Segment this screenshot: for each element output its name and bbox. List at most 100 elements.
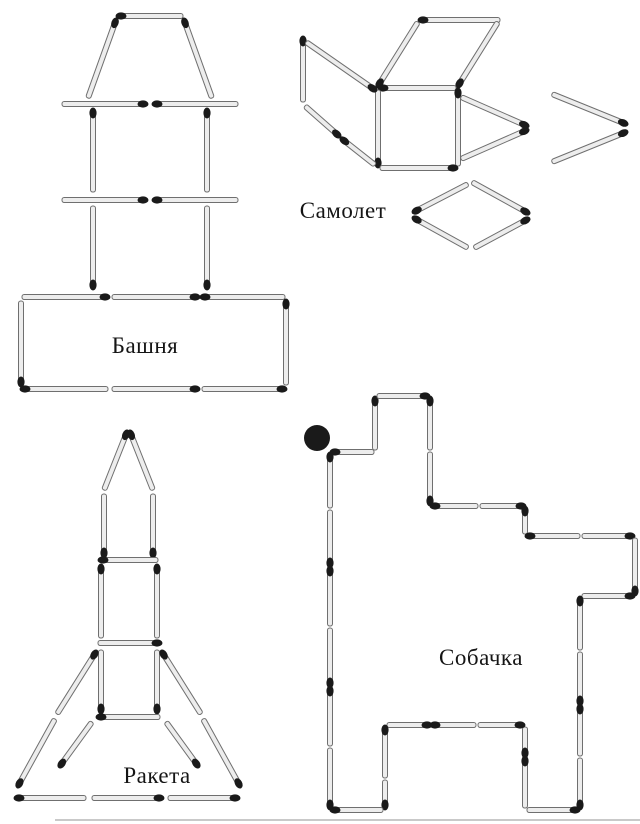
matchstick — [576, 595, 584, 651]
matchstick — [127, 429, 156, 491]
match-head — [617, 129, 629, 138]
match-head — [624, 592, 636, 600]
match-head — [149, 547, 157, 559]
matchstick — [339, 136, 377, 167]
match-head — [524, 532, 536, 540]
match-head — [624, 532, 636, 540]
matchstick — [151, 196, 239, 204]
matchstick — [299, 35, 307, 103]
figure-tower — [17, 12, 290, 393]
matchstick — [100, 493, 108, 559]
matchstick — [454, 87, 462, 167]
matchstick — [21, 293, 111, 301]
match-head — [95, 713, 107, 721]
figure-dog — [304, 392, 639, 814]
match-head — [576, 703, 584, 715]
matchstick — [326, 451, 334, 509]
matchstick — [326, 565, 334, 627]
matchstick — [521, 505, 529, 535]
match-head — [454, 87, 462, 99]
matchstick — [15, 718, 57, 789]
match-head — [89, 279, 97, 291]
matchstick — [149, 493, 157, 559]
matchstick — [55, 649, 99, 715]
matchstick — [13, 794, 87, 802]
matchstick — [477, 721, 526, 729]
matchstick — [479, 502, 527, 510]
match-head — [521, 747, 529, 759]
match-head — [276, 385, 288, 393]
match-head — [153, 563, 161, 575]
match-head — [326, 685, 334, 697]
matchstick — [576, 651, 584, 707]
match-head — [111, 17, 119, 29]
matchstick — [19, 385, 109, 393]
matchstick — [111, 385, 201, 393]
match-head — [367, 83, 378, 93]
matchstick — [151, 100, 239, 108]
matchstick — [329, 448, 375, 456]
match-head — [153, 703, 161, 715]
matchstick — [576, 757, 584, 811]
match-head — [115, 12, 127, 20]
match-head — [429, 721, 441, 729]
matchstick — [386, 721, 433, 729]
match-head — [381, 724, 389, 736]
matchstick — [371, 395, 379, 451]
match-head — [331, 129, 342, 139]
match-head — [90, 649, 99, 660]
match-head — [17, 376, 25, 388]
matchstick — [153, 563, 161, 639]
match-head — [326, 557, 334, 569]
matchstick — [17, 300, 25, 388]
match-head — [339, 136, 350, 146]
match-head — [97, 563, 105, 575]
matchstick — [91, 794, 165, 802]
matchstick — [159, 649, 203, 715]
match-head — [127, 429, 136, 441]
match-head — [189, 385, 201, 393]
match-head — [381, 799, 389, 811]
matchstick — [329, 806, 384, 814]
match-head — [15, 778, 24, 789]
match-head — [617, 118, 629, 127]
matchstick — [85, 17, 119, 99]
match-head — [229, 794, 241, 802]
match-head — [417, 16, 429, 24]
matchstick — [576, 703, 584, 757]
matchstick — [379, 164, 459, 172]
matchstick — [57, 720, 94, 769]
match-head — [282, 298, 290, 310]
matchstick — [199, 293, 286, 301]
match-head — [326, 677, 334, 689]
matchstick — [201, 718, 243, 789]
matchstick — [460, 94, 530, 129]
match-head — [57, 758, 67, 769]
matchstick — [89, 205, 97, 291]
matchstick — [111, 293, 201, 301]
match-head — [519, 127, 530, 136]
matchstick — [61, 100, 149, 108]
matchstick — [115, 12, 184, 20]
match-head — [203, 107, 211, 119]
match-head — [421, 721, 433, 729]
matchstick — [411, 215, 469, 250]
label-tower: Башня — [111, 333, 179, 358]
label-dog: Собачка — [439, 645, 523, 670]
matchstick — [417, 16, 501, 24]
match-head — [326, 799, 334, 811]
match-head — [100, 547, 108, 559]
match-head — [326, 565, 334, 577]
matchstick — [97, 556, 159, 564]
matchstick — [429, 721, 477, 729]
match-head — [159, 649, 168, 660]
matchstick — [381, 779, 389, 811]
matchstick — [97, 563, 105, 639]
matchstick — [167, 794, 241, 802]
match-head — [521, 755, 529, 767]
matchstick — [374, 89, 382, 169]
match-head — [520, 216, 531, 225]
matchstick — [381, 724, 389, 779]
